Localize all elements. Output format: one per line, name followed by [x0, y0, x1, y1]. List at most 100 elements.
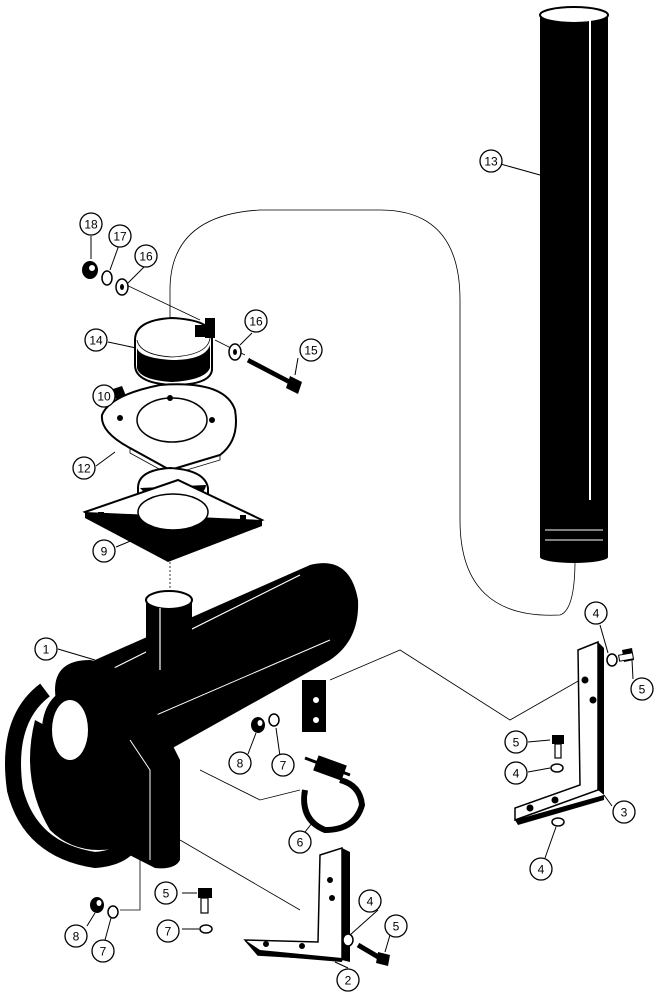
- callout-7-c7a: 7: [271, 753, 295, 777]
- bolt-5-bracket3-top: [618, 648, 634, 662]
- callout-16-c16a: 16: [134, 244, 158, 268]
- callout-label: 5: [513, 736, 520, 750]
- callout-label: 9: [101, 545, 108, 559]
- callout-7-c7c: 7: [91, 939, 115, 963]
- callout-5-c5a: 5: [630, 677, 654, 701]
- callout-circle: [91, 939, 115, 963]
- callout-label: 2: [345, 974, 352, 988]
- callout-circle: [612, 800, 636, 824]
- callout-label: 13: [484, 155, 498, 169]
- callout-circle: [299, 338, 323, 362]
- callout-4-c4d: 4: [358, 889, 382, 913]
- washer-4-bracket3-bottom: [551, 817, 565, 827]
- callout-label: 5: [163, 887, 170, 901]
- callout-label: 17: [113, 230, 127, 244]
- callout-label: 10: [97, 390, 111, 404]
- callout-14-c14: 14: [84, 328, 108, 352]
- bolt-5-bracket3-mid: [552, 735, 564, 759]
- callout-2-c2: 2: [336, 968, 360, 992]
- callout-label: 5: [639, 683, 646, 697]
- callout-circle: [72, 456, 96, 480]
- callout-label: 5: [393, 920, 400, 934]
- callout-4-c4b: 4: [504, 761, 528, 785]
- callout-10-c10: 10: [92, 384, 116, 408]
- callout-label: 7: [280, 759, 287, 773]
- callout-label: 18: [84, 218, 98, 232]
- callout-label: 8: [237, 757, 244, 771]
- callout-4-c4c: 4: [529, 857, 553, 881]
- callout-circle: [92, 539, 116, 563]
- callout-label: 1: [43, 643, 50, 657]
- flange-plate-12: [100, 383, 237, 476]
- callout-circle: [84, 328, 108, 352]
- callout-circle: [288, 830, 312, 854]
- callout-7-c7b: 7: [156, 919, 180, 943]
- washer-4-bracket2: [342, 933, 354, 947]
- callout-label: 3: [621, 806, 628, 820]
- callout-18-c18: 18: [79, 212, 103, 236]
- callout-label: 16: [249, 315, 263, 329]
- washer-16b: [228, 343, 242, 361]
- callout-12-c12: 12: [72, 456, 96, 480]
- callout-circle: [228, 751, 252, 775]
- callout-label: 15: [304, 344, 318, 358]
- callout-label: 6: [297, 836, 304, 850]
- callout-4-c4a: 4: [584, 601, 608, 625]
- callout-circle: [64, 924, 88, 948]
- callout-9-c9: 9: [92, 539, 116, 563]
- callout-label: 14: [89, 334, 103, 348]
- callout-circle: [156, 919, 180, 943]
- callout-label: 7: [165, 925, 172, 939]
- callout-circle: [630, 677, 654, 701]
- tailpipe: [539, 6, 609, 563]
- bolt-15: [246, 357, 302, 394]
- callout-8-c8a: 8: [228, 751, 252, 775]
- callout-label: 16: [139, 250, 153, 264]
- nut-18: [82, 261, 98, 279]
- callout-circle: [271, 753, 295, 777]
- callout-circle: [244, 309, 268, 333]
- callout-5-c5b: 5: [504, 730, 528, 754]
- nut-8-upper: [251, 717, 265, 733]
- callout-3-c3: 3: [612, 800, 636, 824]
- washer-4-bracket3-mid: [550, 763, 564, 773]
- callout-circle: [504, 730, 528, 754]
- callout-16-c16b: 16: [244, 309, 268, 333]
- callout-1-c1: 1: [34, 637, 58, 661]
- callout-6-c6: 6: [288, 830, 312, 854]
- callout-label: 4: [593, 607, 600, 621]
- callout-circle: [134, 244, 158, 268]
- callout-circle: [529, 857, 553, 881]
- hose-clamp-6: [301, 755, 366, 834]
- leader-lines: [57, 162, 634, 969]
- bolt-5-bracket2: [356, 942, 390, 966]
- clamp-14: [134, 316, 215, 387]
- washer-16: [115, 278, 129, 296]
- callout-8-c8b: 8: [64, 924, 88, 948]
- callout-circle: [92, 384, 116, 408]
- washer-7-lower: [199, 924, 213, 934]
- callout-circle: [79, 212, 103, 236]
- nut-8-lower: [90, 897, 104, 913]
- callout-circle: [358, 889, 382, 913]
- adapter-plate-9: [82, 466, 265, 562]
- bracket-2: [243, 846, 350, 962]
- washer-4-bracket3-top: [606, 653, 618, 667]
- washer-7-lower-left: [107, 905, 119, 919]
- callout-15-c15: 15: [299, 338, 323, 362]
- callout-circle: [154, 881, 178, 905]
- callout-circle: [336, 968, 360, 992]
- callout-5-c5d: 5: [384, 914, 408, 938]
- washer-7-upper: [268, 713, 280, 727]
- muffler-1: [5, 563, 359, 869]
- callout-13-c13: 13: [479, 149, 503, 173]
- callout-circle: [584, 601, 608, 625]
- bracket-3: [514, 640, 604, 825]
- lockwasher-17: [101, 270, 113, 286]
- callout-circle: [108, 224, 132, 248]
- callout-circle: [504, 761, 528, 785]
- bolt-5-lower: [198, 888, 212, 914]
- callout-label: 4: [513, 767, 520, 781]
